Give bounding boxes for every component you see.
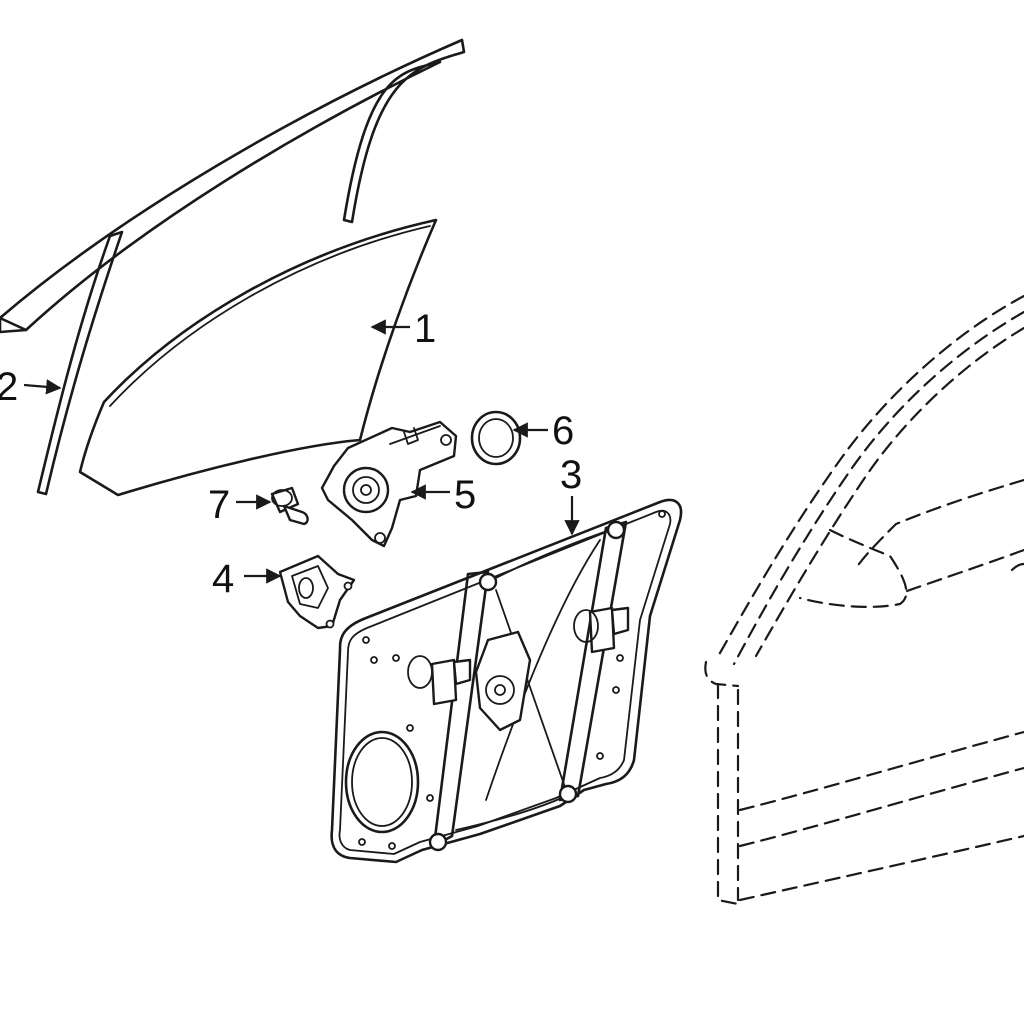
window-run-channel: [0, 38, 466, 496]
callout-labels: 1 2 3 4 5 6 7: [0, 307, 582, 601]
motor-bracket: [278, 554, 356, 630]
leader-lines: [23, 319, 580, 584]
grommet-seal: [470, 410, 522, 466]
callout-6: 6: [552, 409, 574, 453]
window-regulator-panel: [330, 498, 683, 864]
callout-3: 3: [560, 453, 582, 497]
mounting-bolt: [270, 486, 309, 526]
door-glass: [78, 218, 438, 497]
callout-1: 1: [414, 307, 436, 351]
callout-5: 5: [454, 473, 476, 517]
callout-4: 4: [212, 557, 234, 601]
window-motor: [320, 420, 458, 548]
callout-7: 7: [208, 483, 230, 527]
callout-2: 2: [0, 365, 18, 409]
leader-2: [23, 379, 62, 395]
car-door-outline: [704, 294, 1024, 906]
